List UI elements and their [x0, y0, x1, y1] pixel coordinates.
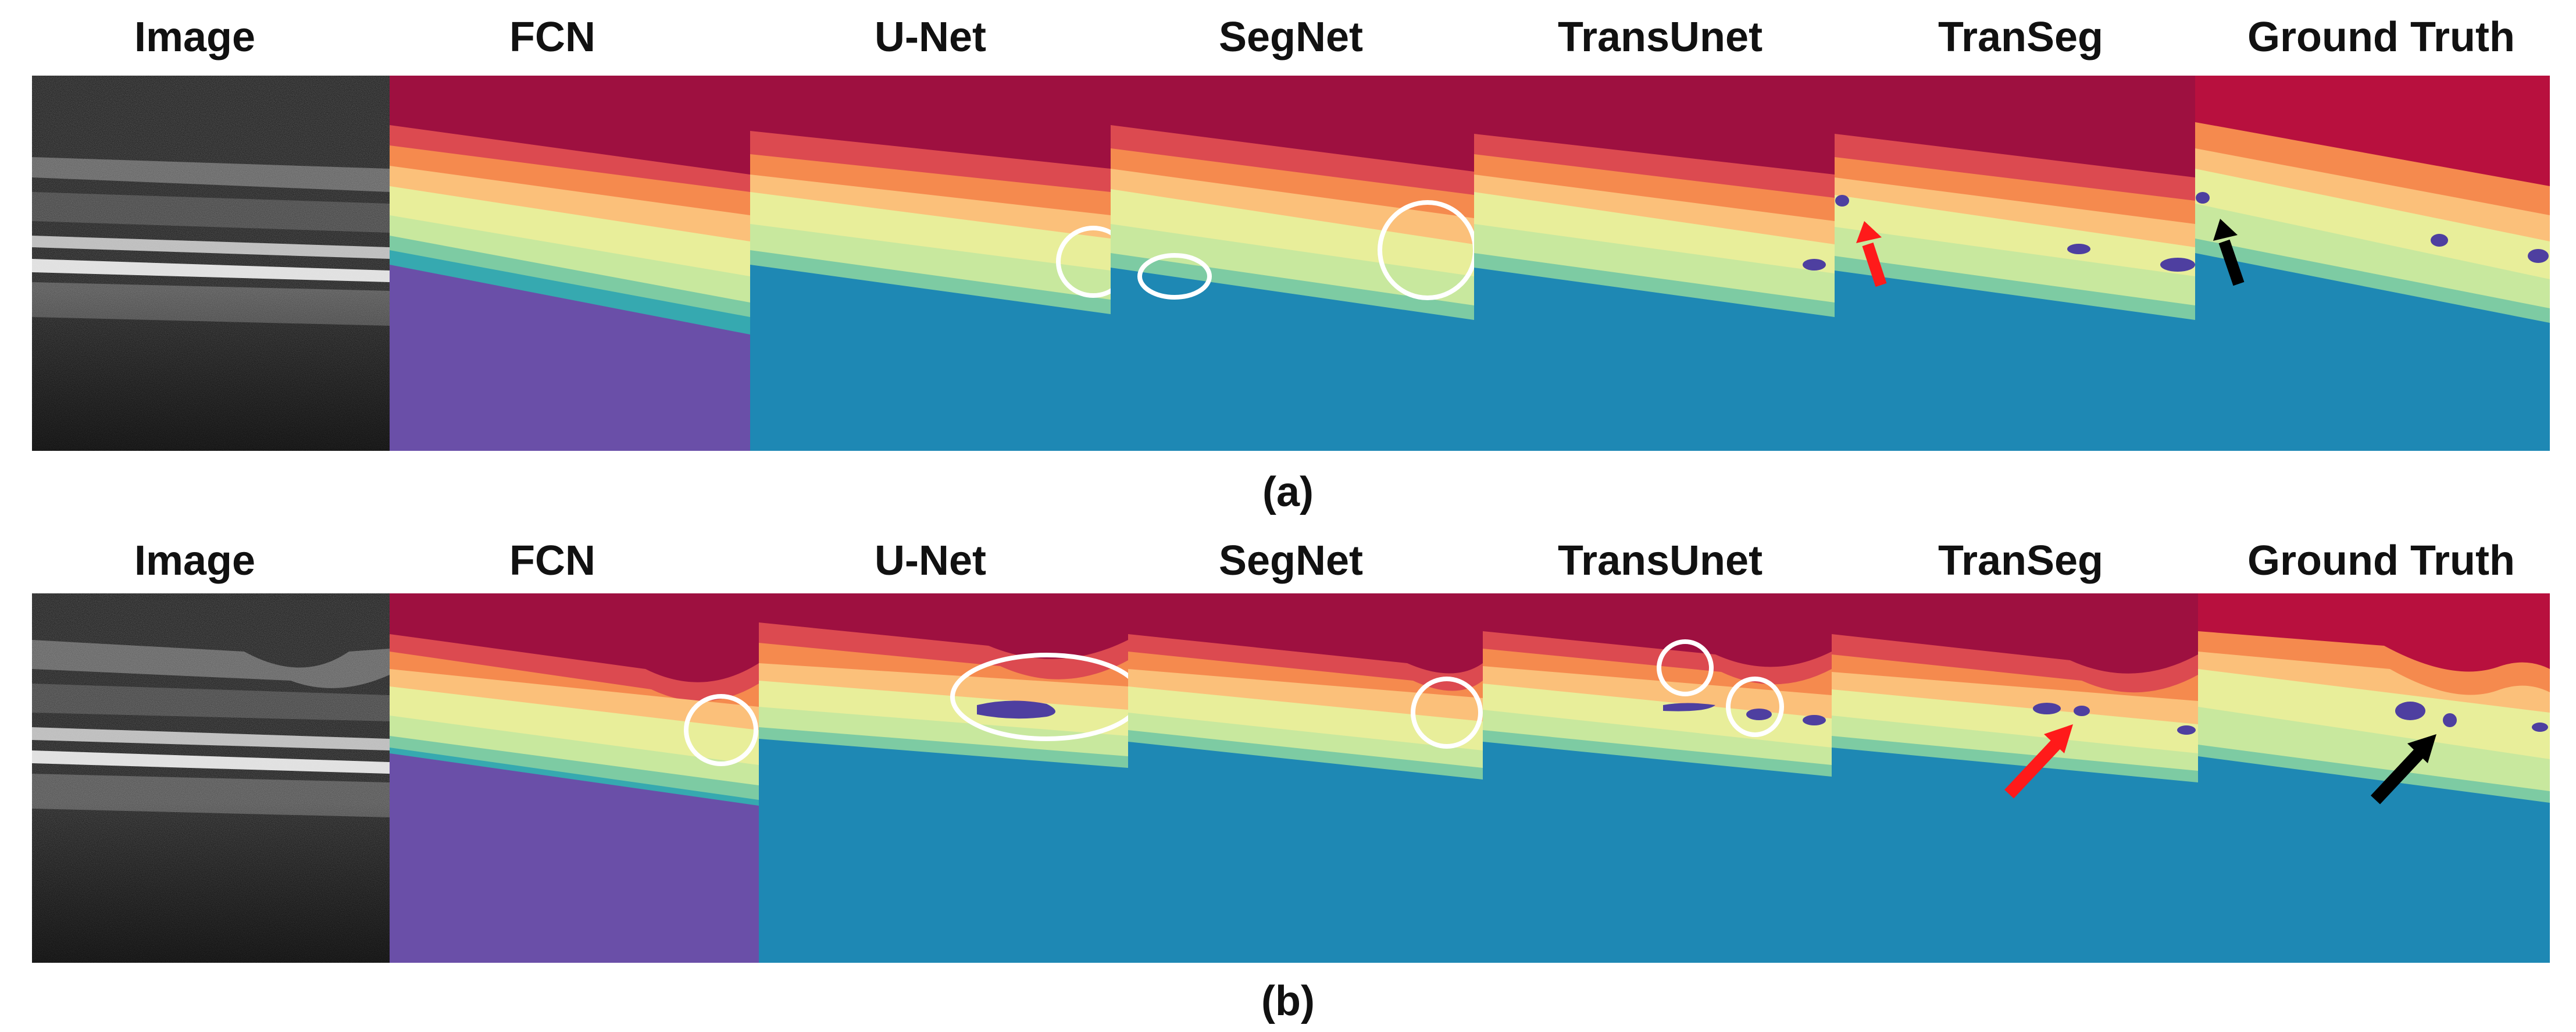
col-title-gt-a: Ground Truth — [2247, 14, 2515, 61]
error-circle — [1411, 677, 1483, 749]
panel-b-gt — [2198, 593, 2550, 963]
col-title-unet-a: U-Net — [875, 14, 986, 61]
error-circle — [1657, 639, 1714, 696]
row-b: Image FCN U-Net SegNet TransUnet TranSeg… — [32, 538, 2550, 1024]
col-title-segnet-a: SegNet — [1219, 14, 1363, 61]
col-title-transeg-b: TranSeg — [1938, 538, 2103, 584]
red-arrow-icon — [2004, 724, 2073, 799]
black-arrow-icon — [2213, 219, 2245, 286]
panel-a-segnet — [1111, 76, 1478, 451]
col-title-unet-b: U-Net — [875, 538, 986, 584]
panel-a-unet — [750, 76, 1130, 451]
panel-a-transeg — [1835, 76, 2195, 451]
panel-a-fcn — [390, 76, 750, 451]
col-title-image-b: Image — [134, 538, 255, 584]
row-caption-b: (b) — [1261, 978, 1315, 1024]
error-circle — [1137, 253, 1212, 300]
panel-a-gt — [2195, 76, 2550, 451]
black-arrow-icon — [2370, 734, 2436, 805]
panel-b-fcn — [390, 593, 759, 963]
red-arrow-icon — [1856, 221, 1887, 287]
error-circle — [684, 694, 758, 766]
error-circle — [1726, 677, 1784, 737]
panel-b-image — [32, 593, 390, 963]
col-title-segnet-b: SegNet — [1219, 538, 1363, 584]
panel-b-unet — [759, 593, 1143, 963]
col-title-transeg-a: TranSeg — [1938, 14, 2103, 61]
col-title-fcn-a: FCN — [509, 14, 595, 61]
row-a: Image FCN U-Net SegNet TransUnet TranSeg… — [32, 14, 2550, 515]
col-title-image-a: Image — [134, 14, 255, 61]
panel-b-transeg — [1832, 593, 2198, 963]
col-title-transunet-a: TransUnet — [1558, 14, 1762, 61]
panel-b-segnet — [1128, 593, 1483, 963]
col-title-fcn-b: FCN — [509, 538, 595, 584]
panel-a-image — [32, 76, 390, 451]
panel-b-transunet — [1483, 593, 1832, 963]
row-caption-a: (a) — [1262, 469, 1314, 515]
col-title-transunet-b: TransUnet — [1558, 538, 1762, 584]
panel-a-transunet — [1474, 76, 1835, 451]
col-title-gt-b: Ground Truth — [2247, 538, 2515, 584]
